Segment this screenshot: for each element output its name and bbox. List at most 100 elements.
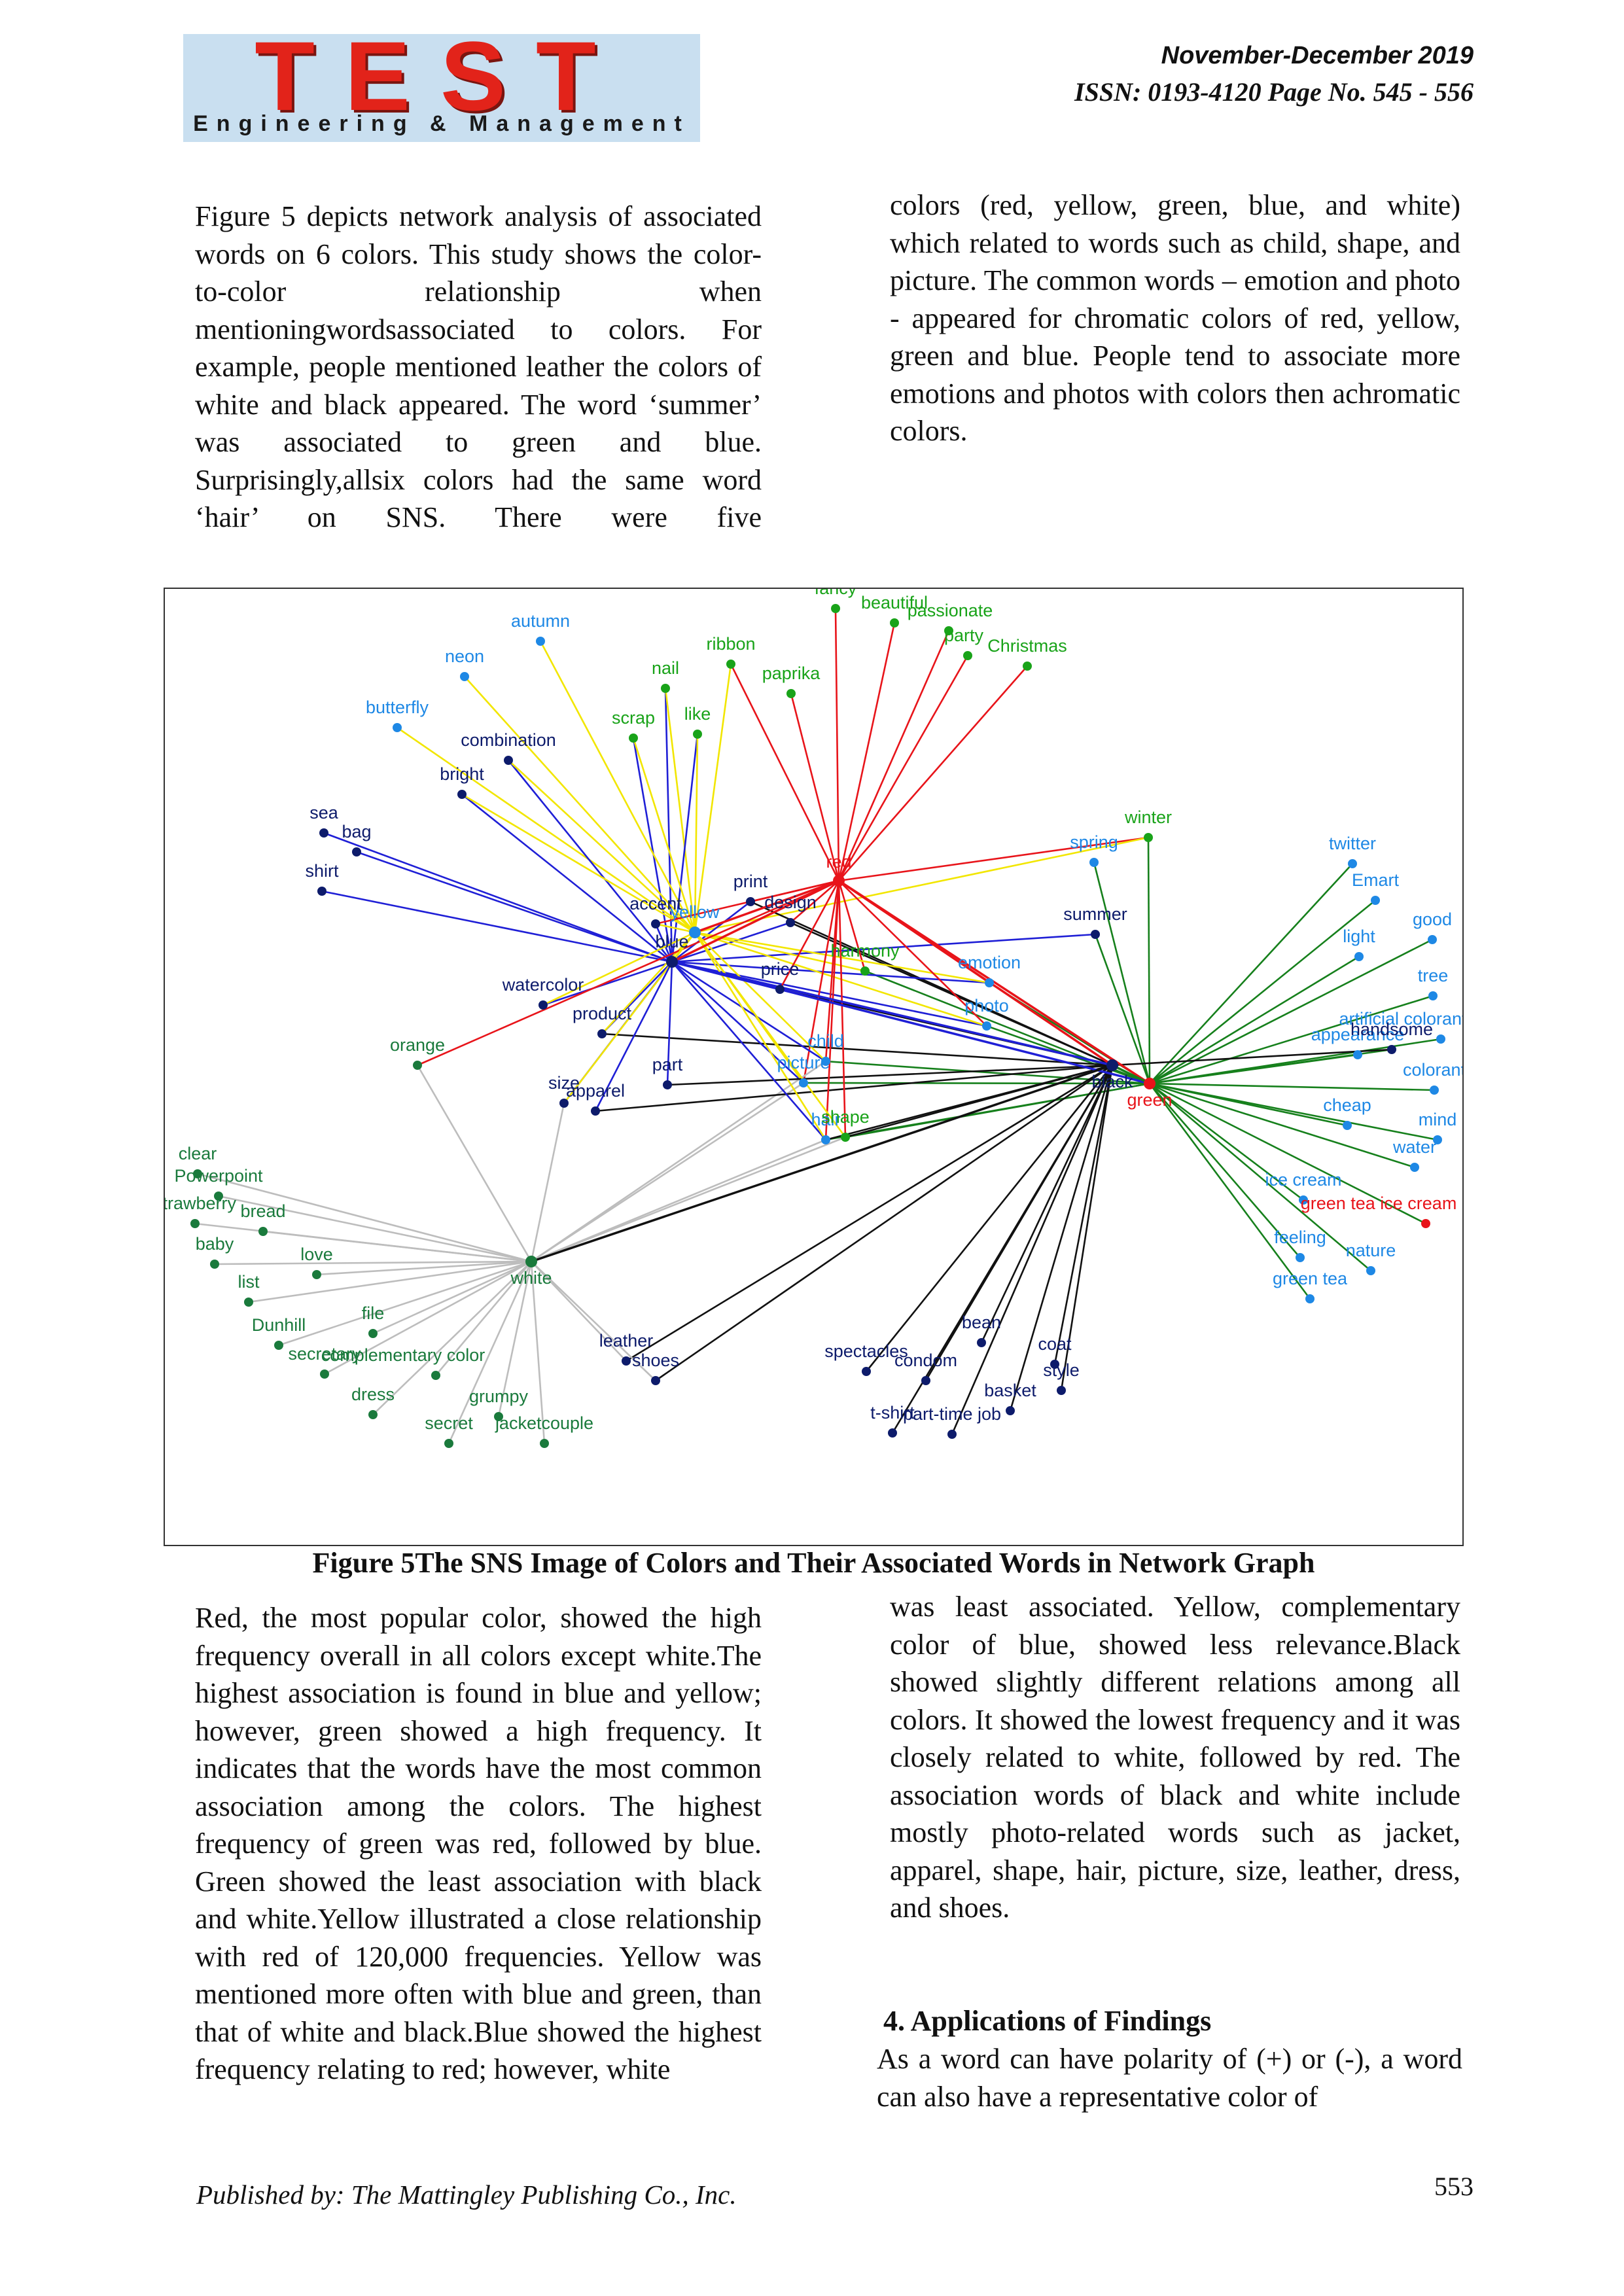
- word-neon-node: [460, 672, 469, 681]
- word-dress-node: [368, 1410, 378, 1419]
- edge-black-spectacles: [865, 1065, 1114, 1372]
- edge-green-tree: [1149, 995, 1434, 1085]
- word-sea-node: [319, 828, 328, 838]
- word-summer-node: [1091, 930, 1100, 939]
- hub-white-node: [525, 1256, 537, 1267]
- hub-white-label: white: [510, 1268, 552, 1288]
- edge-white-bread: [262, 1230, 532, 1263]
- paragraph-applications: As a word can have polarity of (+) or (-…: [877, 2043, 1462, 2113]
- word-size-node: [559, 1099, 569, 1108]
- word-t-shirt-node: [888, 1428, 897, 1438]
- word-basket-node: [1006, 1406, 1015, 1415]
- graph-edges: [194, 608, 1441, 1444]
- edge-black-part-time-job: [951, 1065, 1114, 1435]
- word-apparel-node: [591, 1106, 600, 1116]
- edge-black-part: [667, 1064, 1113, 1086]
- word-party-label: party: [944, 626, 984, 645]
- word-colorant-label: colorant: [1403, 1060, 1462, 1080]
- word-paprika-node: [786, 689, 796, 698]
- word-nature-label: nature: [1346, 1241, 1396, 1260]
- word-spring-label: spring: [1070, 832, 1118, 852]
- edge-green-water: [1149, 1082, 1415, 1169]
- word-secretary-label: secretary: [288, 1344, 361, 1364]
- hub-yellow-node: [689, 927, 701, 938]
- edge-yellow-like: [694, 733, 699, 933]
- word-artificial-colorant-label: artificial colorant: [1339, 1009, 1462, 1029]
- word-light-node: [1354, 952, 1364, 961]
- word-good-node: [1428, 935, 1437, 944]
- word-spring-node: [1089, 858, 1099, 867]
- word-cheap-node: [1343, 1121, 1352, 1130]
- word-emart-label: Emart: [1352, 870, 1400, 890]
- word-basket-label: basket: [984, 1381, 1036, 1400]
- word-twitter-label: twitter: [1329, 834, 1376, 853]
- word-mind-label: mind: [1419, 1110, 1457, 1129]
- word-coat-label: coat: [1038, 1334, 1072, 1354]
- word-photo-node: [982, 1021, 991, 1031]
- word-bread-label: bread: [240, 1201, 285, 1221]
- edge-green-green-tea: [1148, 1083, 1311, 1299]
- edge-white-file: [372, 1260, 532, 1335]
- edge-blue-picture: [671, 961, 804, 1084]
- word-emotion-node: [985, 978, 994, 987]
- hub-blue-label: blue: [655, 932, 688, 951]
- edge-white-picture: [531, 1082, 804, 1263]
- word-summer-label: summer: [1063, 904, 1127, 924]
- word-feeling-label: feeling: [1274, 1227, 1326, 1247]
- word-accent-node: [651, 919, 660, 928]
- word-secretary-node: [320, 1369, 329, 1379]
- network-graph: fancybeautifulpassionatepartyChristmasri…: [165, 589, 1462, 1448]
- word-good-label: good: [1413, 910, 1452, 929]
- word-print-label: print: [733, 872, 768, 891]
- paragraph-black-analysis: was least associated. Yellow, complement…: [890, 1591, 1460, 1924]
- edge-red-design: [790, 880, 839, 923]
- word-harmony-label: harmony: [830, 941, 900, 961]
- graph-nodes: fancybeautifulpassionatepartyChristmasri…: [165, 589, 1462, 1448]
- edge-blue-emotion: [671, 961, 990, 984]
- word-nature-node: [1366, 1266, 1375, 1275]
- word-butterfly-label: butterfly: [366, 698, 429, 717]
- word-leather-label: leather: [599, 1331, 654, 1351]
- edge-black-leather: [626, 1064, 1113, 1362]
- word-bean-label: bean: [962, 1313, 1001, 1332]
- edge-blue-hair: [671, 961, 826, 1140]
- edge-blue-watercolor: [542, 961, 673, 1006]
- word-nail-label: nail: [652, 658, 679, 678]
- edge-green-child: [825, 1060, 1150, 1085]
- edge-red-picture: [802, 880, 840, 1084]
- word-dunhill-node: [274, 1341, 283, 1350]
- edge-blue-child: [671, 961, 826, 1063]
- edge-black-basket: [1009, 1065, 1114, 1411]
- section-heading: 4. Applications of Findings: [883, 2005, 1212, 2037]
- edge-yellow-nail: [664, 688, 696, 933]
- word-scrap-node: [629, 733, 638, 743]
- word-handsome-label: handsome: [1350, 1019, 1433, 1039]
- edge-black-product: [601, 1033, 1113, 1067]
- publisher-footer: Published by: The Mattingley Publishing …: [196, 2180, 737, 2210]
- word-bean-node: [977, 1338, 986, 1347]
- word-twitter-node: [1348, 859, 1357, 868]
- word-mind-node: [1433, 1135, 1442, 1144]
- edge-white-shoes: [531, 1261, 656, 1381]
- word-green-tea-ice-cream-label: green tea ice cream: [1301, 1193, 1457, 1213]
- word-hair-node: [821, 1135, 830, 1144]
- edge-blue-shirt: [321, 890, 673, 963]
- edge-red-black: [838, 879, 1113, 1067]
- word-emotion-label: emotion: [958, 953, 1021, 972]
- edge-black-coat: [1053, 1065, 1114, 1365]
- word-ribbon-node: [726, 660, 735, 669]
- word-scrap-label: scrap: [612, 708, 655, 728]
- word-passionate-label: passionate: [908, 601, 993, 620]
- word-ice-cream-node: [1299, 1195, 1308, 1205]
- word-christmas-label: Christmas: [987, 636, 1067, 656]
- edge-white-shape: [531, 1136, 846, 1263]
- edge-white-clear: [197, 1173, 532, 1263]
- word-picture-node: [799, 1078, 808, 1087]
- edge-blue-bright: [461, 793, 673, 963]
- journal-logo: TEST Engineering & Management: [183, 27, 700, 142]
- word-beautiful-node: [890, 618, 899, 627]
- word-grumpy-node: [494, 1412, 503, 1421]
- edge-black-style: [1060, 1065, 1114, 1391]
- word-like-label: like: [684, 704, 711, 724]
- word-design-node: [786, 918, 795, 927]
